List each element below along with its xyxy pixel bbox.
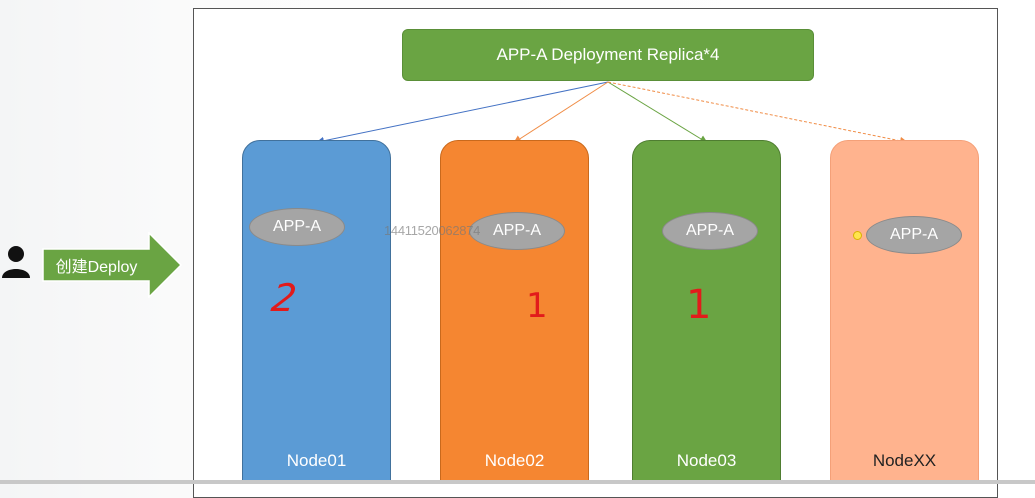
- node-03-pod: APP-A: [662, 212, 758, 250]
- node-xx-label: NodeXX: [872, 451, 937, 470]
- node-01-label: Node01: [286, 451, 347, 470]
- cursor-highlight-icon: [853, 231, 862, 240]
- node-xx-pod: APP-A: [866, 216, 962, 254]
- connector-node02: [513, 81, 609, 144]
- user-icon: [2, 246, 30, 278]
- node-01-pod: APP-A: [249, 208, 345, 246]
- create-deploy-label: 创建Deploy: [55, 259, 138, 276]
- deployment-box: APP-A Deployment Replica*4: [402, 29, 814, 81]
- create-deploy-arrow: [42, 232, 183, 298]
- node-03-label: Node03: [676, 451, 737, 470]
- node-02-label: Node02: [484, 451, 545, 470]
- node-02: Node02: [440, 140, 589, 484]
- node-02-pod-count: 1: [526, 286, 548, 326]
- bottom-bar: [0, 480, 1035, 484]
- connector-node01: [316, 81, 609, 145]
- connector-nodexx: [607, 81, 908, 145]
- node-03-pod-count: 1: [686, 282, 712, 328]
- connector-node03: [607, 81, 708, 144]
- watermark: 14411520062874: [384, 223, 481, 238]
- node-xx: NodeXX: [830, 140, 979, 484]
- node-01: Node01: [242, 140, 391, 484]
- node-03: Node03: [632, 140, 781, 484]
- replica-connectors: [316, 81, 908, 145]
- node-02-pod: APP-A: [469, 212, 565, 250]
